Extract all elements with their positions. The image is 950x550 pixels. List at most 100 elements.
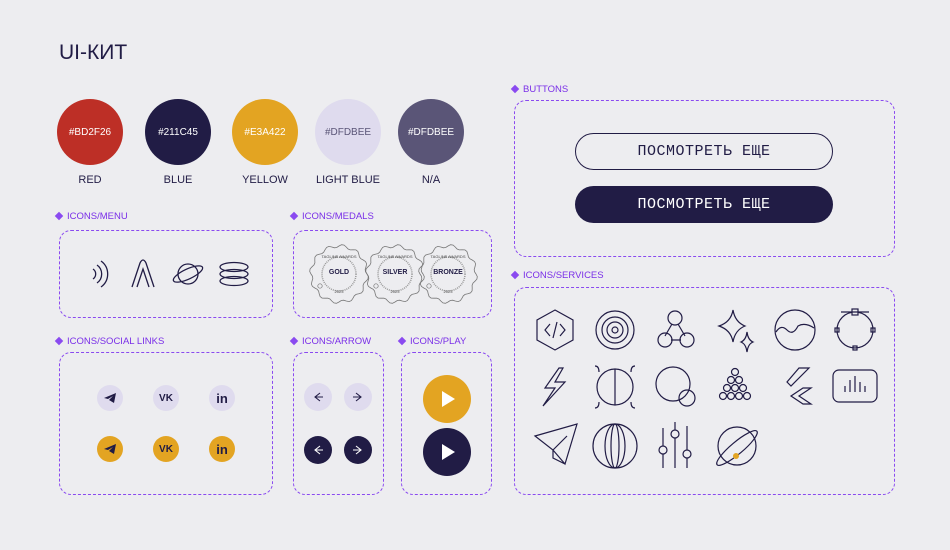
color-label: N/A xyxy=(421,174,441,186)
diamond-icon xyxy=(511,271,520,280)
flutter-icon xyxy=(786,367,813,405)
wave-globe-icon xyxy=(774,309,816,351)
medal-top-text: TAGLINE AWARDS xyxy=(321,254,357,259)
medal-badge-icon xyxy=(365,244,425,304)
section-label-menu: ICONS/MENU xyxy=(55,211,128,222)
color-swatch: #E3A422 xyxy=(232,99,298,165)
medals-box xyxy=(293,230,492,318)
color-hex: #BD2F26 xyxy=(68,126,112,138)
menu-icons-box xyxy=(59,230,273,318)
color-label: BLUE xyxy=(163,174,193,186)
services-icons xyxy=(533,308,878,469)
section-title: ICONS/MEDALS xyxy=(302,211,374,222)
color-hex: #211C45 xyxy=(158,126,198,138)
color-label: YELLOW xyxy=(242,174,288,186)
color-swatch: #BD2F26 xyxy=(57,99,123,165)
diamond-icon xyxy=(55,212,64,221)
overlap-circles-icon xyxy=(655,366,696,407)
telegram-icon xyxy=(104,393,116,403)
play-button-yellow[interactable] xyxy=(423,375,471,423)
section-title: ICONS/MENU xyxy=(67,211,128,222)
medal-label: SILVER xyxy=(382,269,408,276)
webhook-icon xyxy=(657,310,695,348)
vk-icon: VK xyxy=(159,443,173,455)
color-hex: #DFDBEE xyxy=(324,126,372,138)
chart-card-icon xyxy=(832,369,878,403)
buttons-box xyxy=(514,100,895,257)
color-hex: #DFDBEE xyxy=(407,126,455,138)
section-label-buttons: BUTTONS xyxy=(511,84,568,95)
play-button-dark[interactable] xyxy=(423,428,471,476)
diamond-icon xyxy=(511,85,520,94)
section-label-arrow: ICONS/ARROW xyxy=(290,336,371,347)
color-hex: #E3A422 xyxy=(244,126,286,138)
section-label-services: ICONS/SERVICES xyxy=(511,270,604,281)
arrow-right-icon xyxy=(353,392,362,402)
medal-label: BRONZE xyxy=(433,269,463,276)
arrow-left-icon xyxy=(314,392,323,402)
planet-icon xyxy=(172,263,204,285)
medal-year: 2023 xyxy=(334,289,344,294)
arrow-left-button[interactable] xyxy=(304,436,332,464)
bezier-icon xyxy=(834,308,876,351)
color-label: RED xyxy=(78,174,102,186)
play-box xyxy=(401,352,492,495)
vk-link[interactable]: VK xyxy=(153,436,179,462)
target-icon xyxy=(595,310,635,350)
linkedin-icon: in xyxy=(216,390,228,406)
sliders-icon xyxy=(658,422,692,468)
page-title: UI-КИТ xyxy=(59,41,128,64)
sparkles-icon xyxy=(717,309,755,353)
linkedin-icon: in xyxy=(216,441,228,457)
play-icon xyxy=(442,391,455,407)
color-swatch: #DFDBEE xyxy=(315,99,381,165)
diamond-icon xyxy=(290,212,299,221)
globe-icon xyxy=(592,423,638,469)
color-swatch: #211C45 xyxy=(145,99,211,165)
medal-bronze: TAGLINE AWARDS BRONZE 2023 xyxy=(418,244,478,304)
section-title: ICONS/PLAY xyxy=(410,336,467,347)
telegram-link[interactable] xyxy=(97,436,123,462)
arrow-left-icon xyxy=(314,445,323,455)
medal-year: 2023 xyxy=(390,289,400,294)
arrow-box xyxy=(293,352,384,495)
vk-link[interactable]: VK xyxy=(153,385,179,411)
see-more-filled-button[interactable]: ПОСМОТРЕТЬ ЕЩЕ xyxy=(575,186,833,223)
medal-top-text: TAGLINE AWARDS xyxy=(430,254,466,259)
play-icon xyxy=(442,444,455,460)
arrow-left-button[interactable] xyxy=(304,383,332,411)
diamond-icon xyxy=(55,337,64,346)
medal-silver: TAGLINE AWARDS SILVER 2023 xyxy=(365,244,425,304)
diamond-icon xyxy=(398,337,407,346)
paper-plane-icon xyxy=(533,423,578,466)
diamond-icon xyxy=(290,337,299,346)
split-circle-icon xyxy=(594,365,636,409)
sound-waves-icon xyxy=(92,260,109,288)
arrow-right-button[interactable] xyxy=(344,436,372,464)
linkedin-link[interactable]: in xyxy=(209,436,235,462)
section-title: ICONS/SOCIAL LINKS xyxy=(67,336,165,347)
planet-orbit-icon xyxy=(716,426,758,466)
linkedin-link[interactable]: in xyxy=(209,385,235,411)
arch-icon xyxy=(131,259,155,288)
stack-icon xyxy=(219,261,249,287)
telegram-link[interactable] xyxy=(97,385,123,411)
medal-label: GOLD xyxy=(328,269,350,276)
vk-icon: VK xyxy=(159,392,173,404)
color-label: LIGHT BLUE xyxy=(316,174,380,186)
see-more-outline-button[interactable]: ПОСМОТРЕТЬ ЕЩЕ xyxy=(575,133,833,170)
section-title: BUTTONS xyxy=(523,84,569,95)
telegram-icon xyxy=(104,444,116,454)
color-swatch: #DFDBEE xyxy=(398,99,464,165)
section-title: ICONS/SERVICES xyxy=(523,270,604,281)
lightning-icon xyxy=(542,367,567,407)
medal-gold: TAGLINE AWARDS GOLD 2023 xyxy=(309,244,369,304)
medal-badge-icon xyxy=(309,244,369,304)
medal-top-text: TAGLINE AWARDS xyxy=(377,254,413,259)
section-title: ICONS/ARROW xyxy=(302,336,372,347)
arrow-right-button[interactable] xyxy=(344,383,372,411)
services-box xyxy=(514,287,895,495)
arrow-right-icon xyxy=(353,445,362,455)
medal-badge-icon xyxy=(418,244,478,304)
medal-year: 2023 xyxy=(443,289,453,294)
